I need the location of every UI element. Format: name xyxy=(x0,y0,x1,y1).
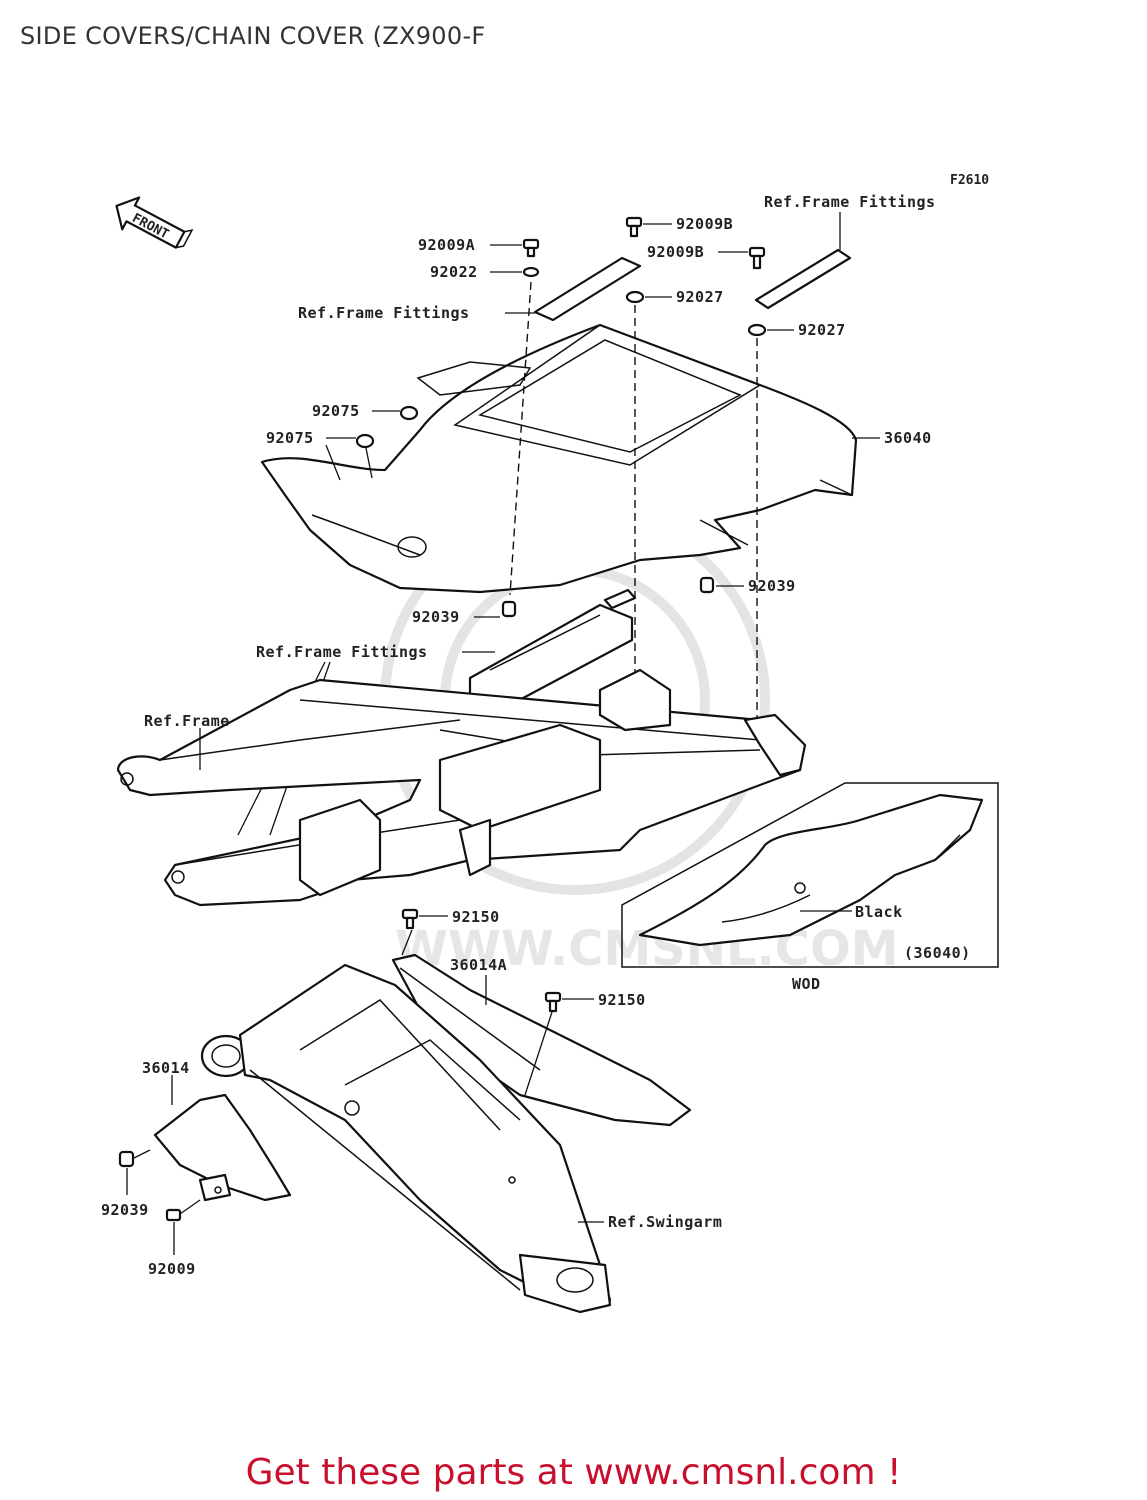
frame-fitting-strip-right xyxy=(754,248,852,310)
page-title: SIDE COVERS/CHAIN COVER (ZX900-F xyxy=(20,22,486,50)
screw-92150-right xyxy=(544,991,562,1013)
callout-92150-right: 92150 xyxy=(598,991,646,1009)
rear-frame xyxy=(116,668,807,907)
callout-92075-upper: 92075 xyxy=(312,402,360,420)
callout-92039-mid: 92039 xyxy=(412,608,460,626)
callout-92027-right: 92027 xyxy=(798,321,846,339)
callout-92009b-right: 92009B xyxy=(647,243,704,261)
ref-swingarm: Ref.Swingarm xyxy=(608,1213,722,1231)
callout-92039-right: 92039 xyxy=(748,577,796,595)
grommet-92075-lower xyxy=(355,433,375,449)
washer-92022 xyxy=(522,266,540,278)
ref-frame-fittings-top: Ref.Frame Fittings xyxy=(764,193,936,211)
clip-92039-mid xyxy=(501,600,517,618)
callout-92027-left: 92027 xyxy=(676,288,724,306)
callout-92039-bottom: 92039 xyxy=(101,1201,149,1219)
inset-note: WOD xyxy=(792,975,821,993)
clip-92039-bottom xyxy=(118,1150,135,1168)
callout-36040: 36040 xyxy=(884,429,932,447)
screw-92150-top xyxy=(401,908,419,930)
seat-cowl-36040 xyxy=(260,323,858,594)
callout-92022: 92022 xyxy=(430,263,478,281)
bolt-92009a xyxy=(522,238,540,258)
bolt-92009b-right xyxy=(748,246,766,270)
bolt-92009b-top xyxy=(625,216,643,238)
callout-92009: 92009 xyxy=(148,1260,196,1278)
bolt-92009 xyxy=(165,1208,182,1222)
inset-color-label: Black xyxy=(855,903,903,921)
swingarm xyxy=(200,963,612,1314)
figure-code: F2610 xyxy=(950,173,989,188)
grommet-92027-right xyxy=(747,323,767,337)
ref-frame: Ref.Frame xyxy=(144,712,230,730)
callout-92009b-top: 92009B xyxy=(676,215,733,233)
grommet-92075-upper xyxy=(399,405,419,421)
callout-92150-top: 92150 xyxy=(452,908,500,926)
promo-link[interactable]: Get these parts at www.cmsnl.com ! xyxy=(245,1452,902,1493)
ref-frame-fittings-left: Ref.Frame Fittings xyxy=(298,304,470,322)
inset-part-ref: (36040) xyxy=(904,944,971,962)
callout-36014: 36014 xyxy=(142,1059,190,1077)
chain-guard-36014 xyxy=(153,1093,292,1202)
inset-wod-box xyxy=(621,782,999,968)
grommet-92027-left xyxy=(625,290,645,304)
clip-92039-right xyxy=(699,576,715,594)
callout-92075-lower: 92075 xyxy=(266,429,314,447)
frame-fitting-strip-left xyxy=(533,256,642,322)
callout-36014a: 36014A xyxy=(450,956,507,974)
front-arrow-icon: FRONT xyxy=(115,196,194,249)
callout-92009a: 92009A xyxy=(418,236,475,254)
ref-frame-fittings-mid: Ref.Frame Fittings xyxy=(256,643,428,661)
